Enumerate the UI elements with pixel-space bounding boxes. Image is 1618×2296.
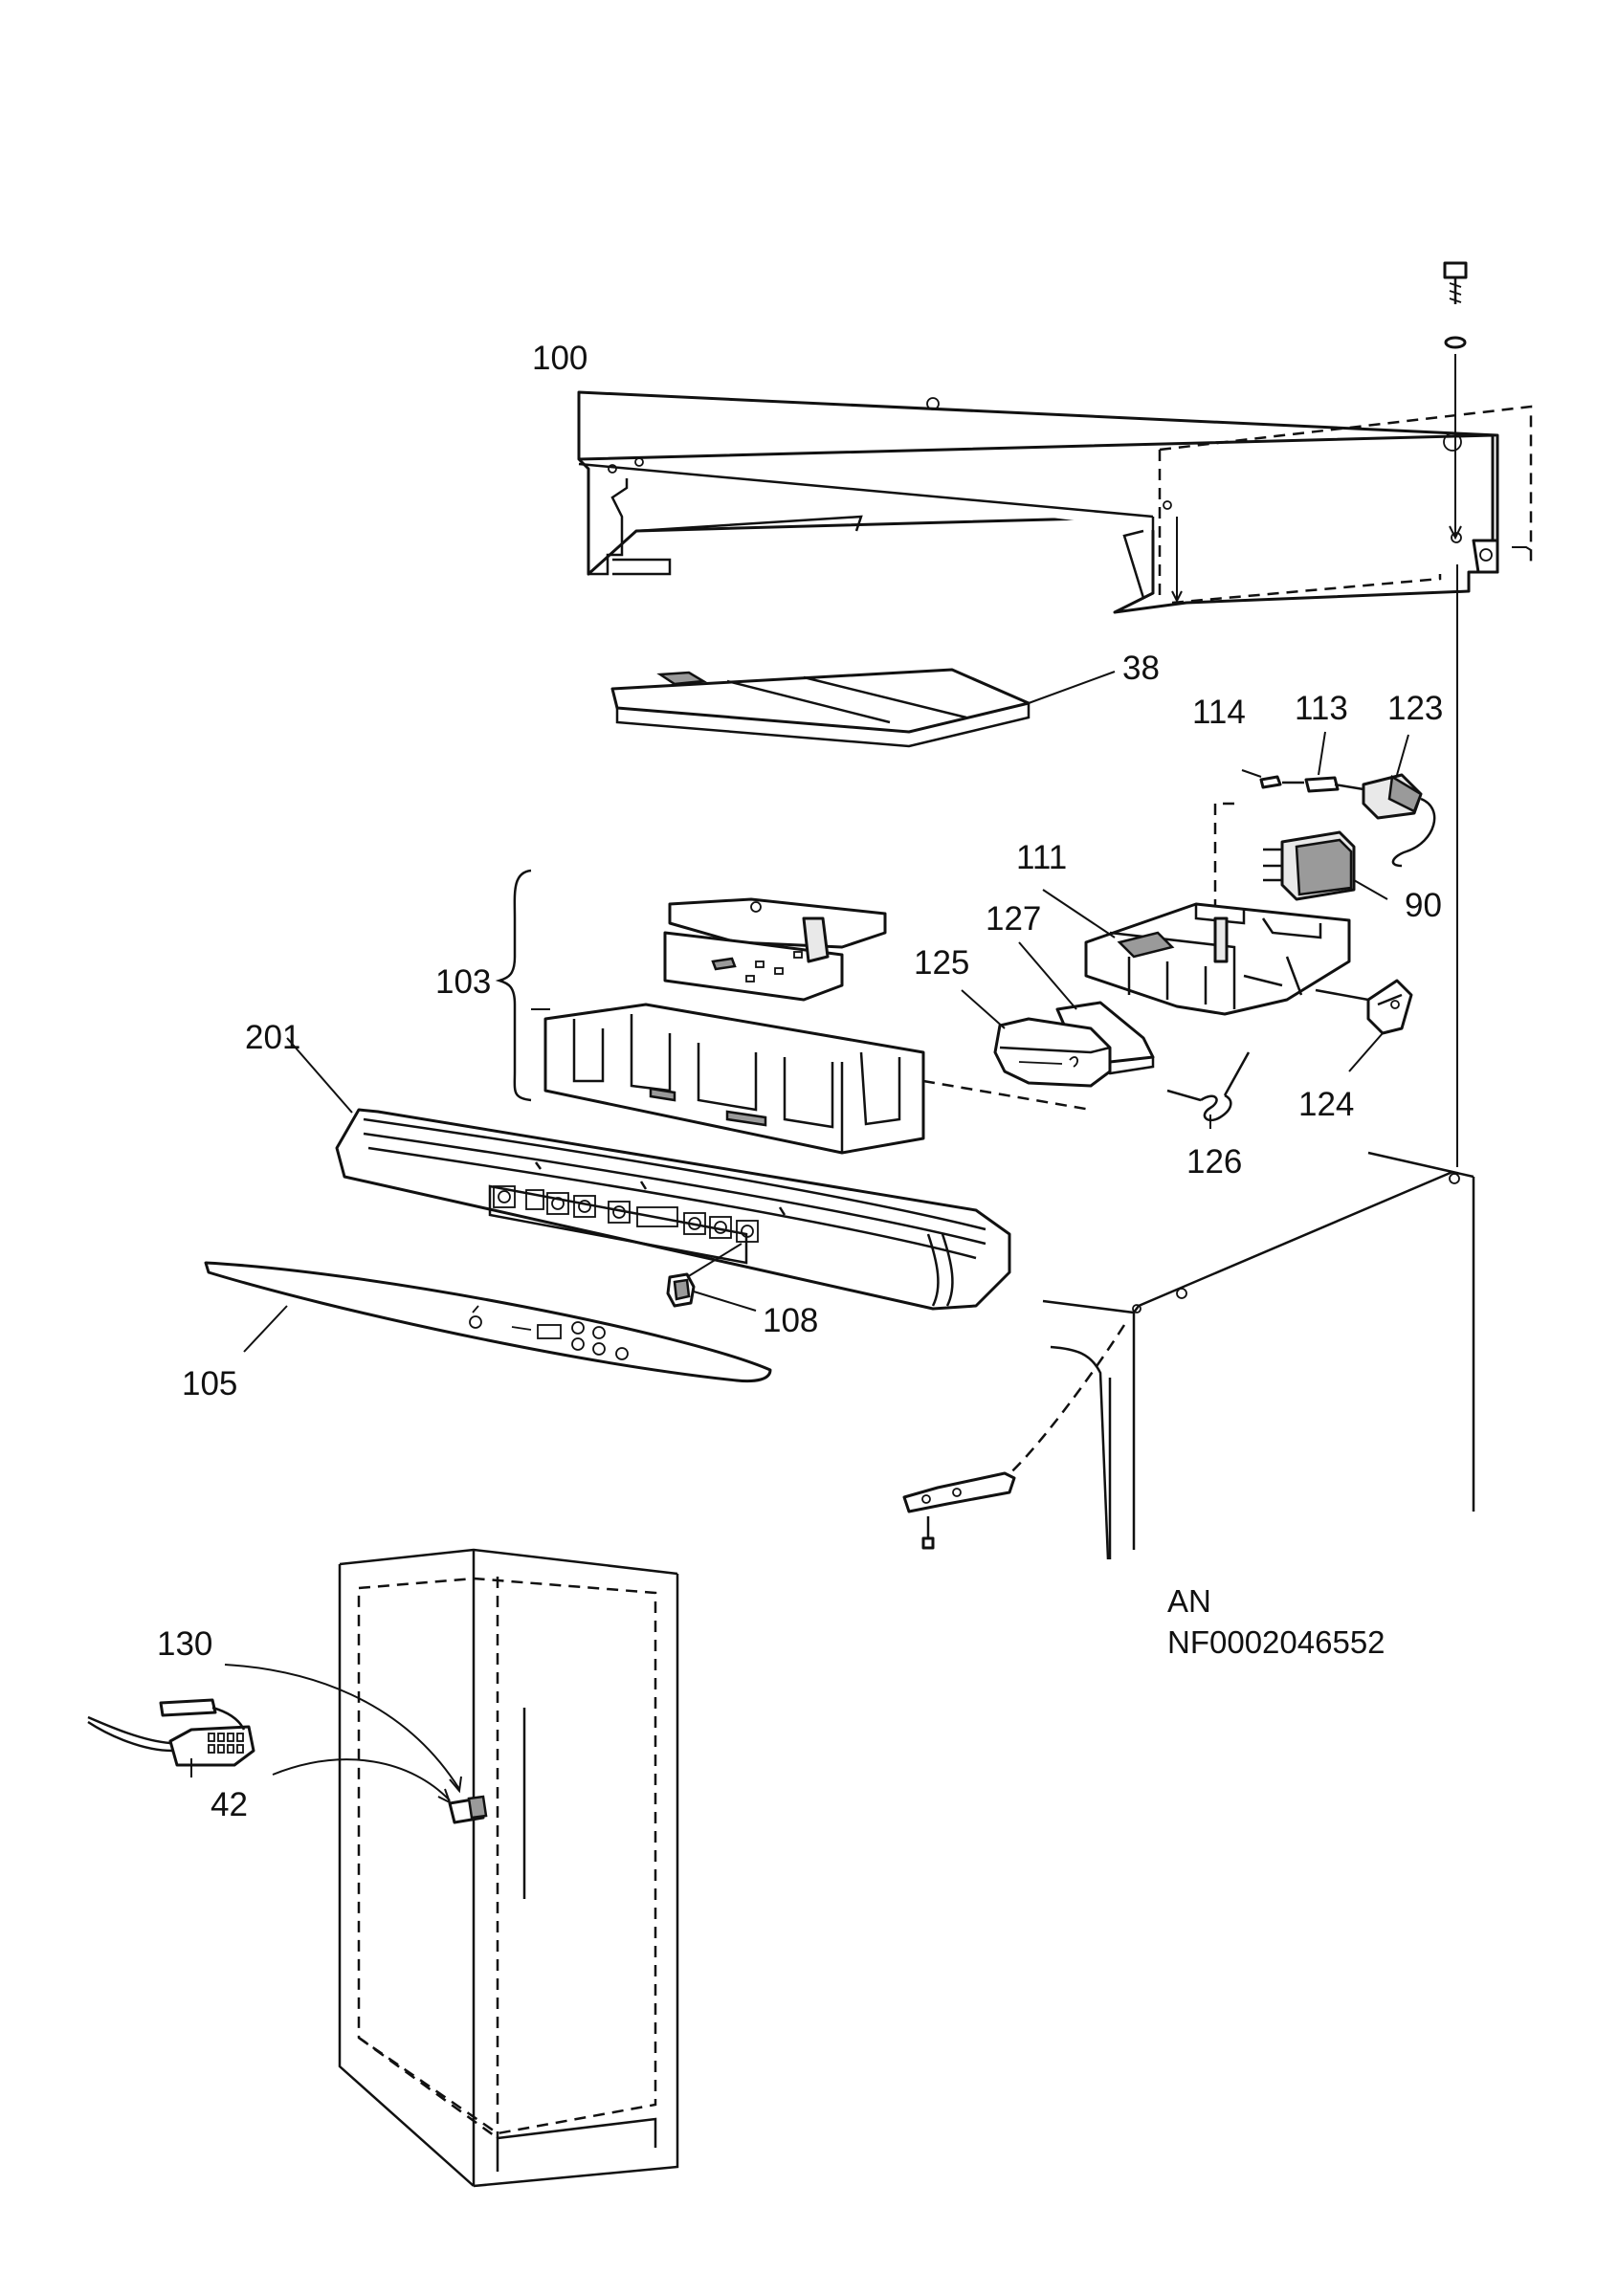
reference-code: NF0002046552 [1167, 1624, 1385, 1660]
knob-108[interactable] [666, 1243, 757, 1312]
label-113: 113 [1295, 690, 1348, 727]
cabinet-outline [338, 1548, 679, 2188]
label-111: 111 [1016, 839, 1067, 876]
label-90: 90 [1405, 887, 1442, 924]
label-127: 127 [986, 900, 1041, 938]
label-125: 125 [914, 944, 969, 982]
label-105: 105 [182, 1365, 237, 1402]
label-100: 100 [532, 340, 587, 377]
screw-top-right [1443, 261, 1468, 541]
label-123: 123 [1387, 690, 1443, 727]
reference-an: AN [1167, 1583, 1211, 1619]
label-42: 42 [211, 1786, 248, 1823]
label-126: 126 [1186, 1143, 1242, 1181]
label-103: 103 [435, 963, 491, 1001]
label-201: 201 [245, 1019, 300, 1056]
top-cover-100[interactable] [577, 390, 1533, 614]
spring-126[interactable] [1166, 1051, 1251, 1129]
part-labels: 100 38 114 113 123 111 90 127 125 103 20… [157, 340, 1443, 1823]
bracket-124[interactable] [1315, 979, 1413, 1072]
label-38: 38 [1122, 650, 1160, 687]
label-114: 114 [1192, 694, 1246, 731]
switch-cover-125[interactable] [961, 989, 1112, 1088]
control-box-103[interactable] [495, 869, 1092, 1155]
reference-note: AN NF0002046552 [1167, 1583, 1385, 1660]
tray-38[interactable] [610, 668, 1116, 748]
label-124: 124 [1298, 1086, 1354, 1123]
transformer-90[interactable] [1263, 830, 1388, 901]
cabinet-top-right [902, 1151, 1475, 1560]
front-strip-105[interactable] [204, 1261, 772, 1383]
lamp-cable-130-42[interactable] [87, 1664, 462, 1805]
housing-111[interactable] [1042, 889, 1351, 1016]
label-130: 130 [157, 1625, 212, 1663]
lamp-assembly-113-114-123[interactable] [1213, 731, 1436, 966]
label-108: 108 [763, 1302, 818, 1339]
control-panel-201[interactable] [286, 1037, 1011, 1311]
